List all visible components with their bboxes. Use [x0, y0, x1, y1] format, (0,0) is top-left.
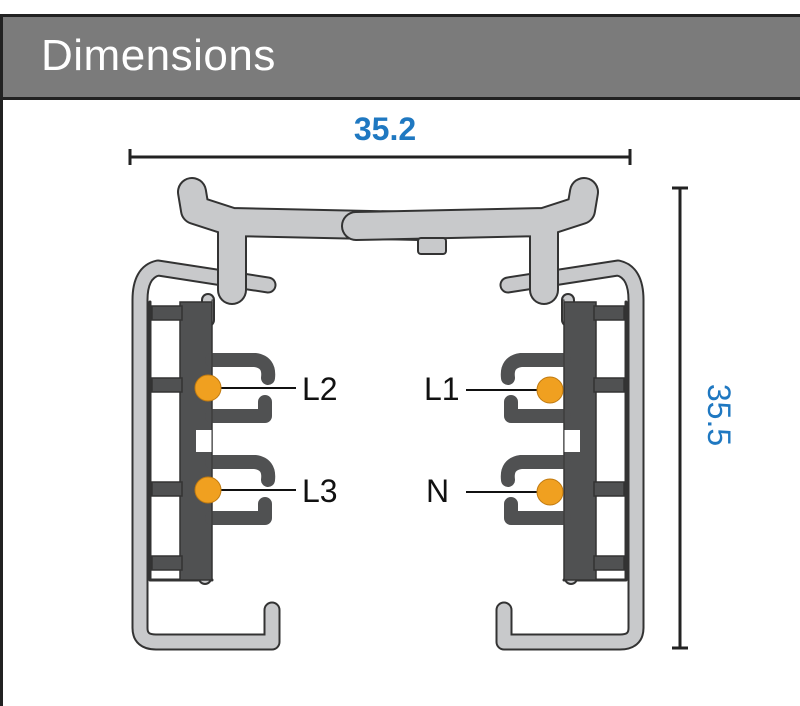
section-title: Dimensions: [41, 31, 276, 80]
label-l1: L1: [424, 371, 460, 407]
profile-right-half: [356, 192, 636, 642]
profile-left-half: [140, 192, 420, 642]
diagram-panel: [0, 100, 800, 706]
width-dimension: [128, 149, 632, 165]
conductor-l2: L2: [194, 371, 338, 407]
center-notch: [417, 237, 447, 255]
height-dimension: [672, 186, 688, 650]
label-n: N: [426, 473, 449, 509]
label-l2: L2: [302, 371, 338, 407]
section-header: Dimensions: [0, 14, 800, 100]
height-value: 35.5: [701, 384, 737, 446]
conductor-n: N: [426, 473, 564, 509]
label-l3: L3: [302, 473, 338, 509]
width-value: 35.2: [354, 111, 416, 147]
conductor-l1: L1: [424, 371, 564, 407]
conductor-l3: L3: [194, 473, 338, 509]
